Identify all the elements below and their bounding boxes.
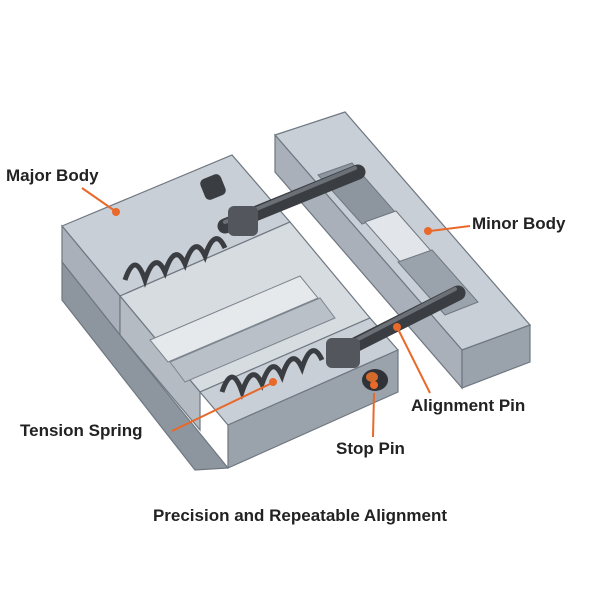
lower-tension-spring — [219, 348, 325, 400]
leader-alignment-pin — [393, 323, 431, 394]
stop-pin-label: Stop Pin — [336, 439, 405, 458]
alignment-pin-label: Alignment Pin — [411, 396, 526, 415]
stop-pin — [362, 369, 388, 391]
leader-minor-body — [424, 225, 471, 235]
tension-spring-label: Tension Spring — [20, 421, 143, 440]
upper-alignment-pin — [200, 164, 366, 236]
leader-tension-spring — [171, 378, 277, 432]
upper-tension-spring — [122, 236, 228, 288]
minor-body-label: Minor Body — [472, 214, 566, 233]
minor-body — [273, 111, 532, 390]
leader-major-body — [81, 187, 120, 216]
diagram-caption: Precision and Repeatable Alignment — [152, 506, 448, 525]
major-body — [61, 154, 399, 471]
leader-stop-pin — [370, 381, 378, 438]
major-body-label: Major Body — [6, 166, 99, 185]
